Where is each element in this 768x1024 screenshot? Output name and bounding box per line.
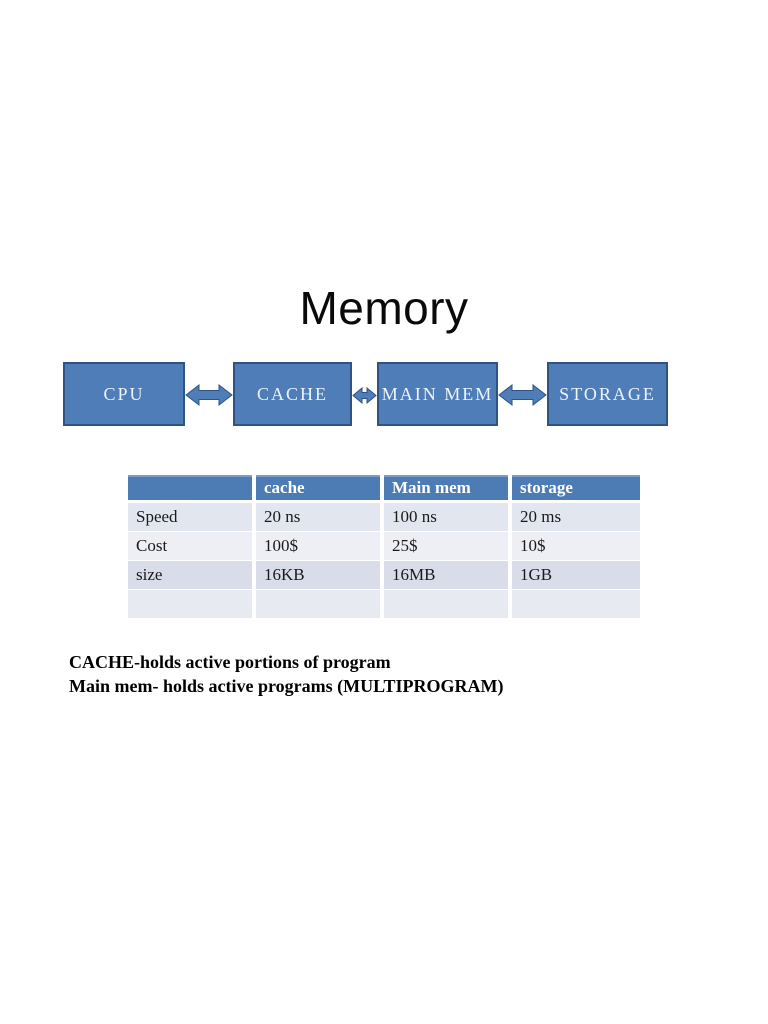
table-cell: 25$ [384,532,512,561]
cpu-cache-double-arrow-icon [185,384,233,406]
memory-comparison-table: cache Main mem storage Speed 20 ns 100 n… [128,475,640,619]
notes-block: CACHE-holds active portions of program M… [69,650,503,698]
page-title: Memory [299,282,469,334]
header-cell-storage: storage [512,475,640,503]
table-header-row: cache Main mem storage [128,475,640,503]
table-cell: 16KB [256,561,384,590]
table-row: Cost 100$ 25$ 10$ [128,532,640,561]
note-line-mainmem: Main mem- holds active programs (MULTIPR… [69,676,504,696]
note-line-cache: CACHE-holds active portions of program [69,652,391,672]
table-row [128,590,640,619]
table-cell: 100 ns [384,503,512,532]
table-cell: 1GB [512,561,640,590]
header-cell-blank [128,475,256,503]
row-label: Speed [128,503,256,532]
table-cell [256,590,384,619]
cpu-box: CPU [63,362,185,426]
main-mem-box: MAIN MEM [377,362,498,426]
header-cell-cache: cache [256,475,384,503]
cache-box-label: CACHE [256,383,328,404]
table-cell: 20 ms [512,503,640,532]
table-row: Speed 20 ns 100 ns 20 ms [128,503,640,532]
table-cell: 16MB [384,561,512,590]
table-cell: 20 ns [256,503,384,532]
row-label: size [128,561,256,590]
mainmem-storage-double-arrow-icon [498,384,547,406]
table-row: size 16KB 16MB 1GB [128,561,640,590]
table-cell: 100$ [256,532,384,561]
storage-box: STORAGE [547,362,668,426]
cpu-box-label: CPU [103,383,145,404]
table-cell [512,590,640,619]
row-label: Cost [128,532,256,561]
row-label [128,590,256,619]
storage-box-label: STORAGE [559,383,656,404]
main-mem-box-label: MAIN MEM [381,383,494,404]
header-cell-mainmem: Main mem [384,475,512,503]
cache-mainmem-double-arrow-icon [352,387,377,404]
table-cell [384,590,512,619]
table-cell: 10$ [512,532,640,561]
cache-box: CACHE [233,362,352,426]
